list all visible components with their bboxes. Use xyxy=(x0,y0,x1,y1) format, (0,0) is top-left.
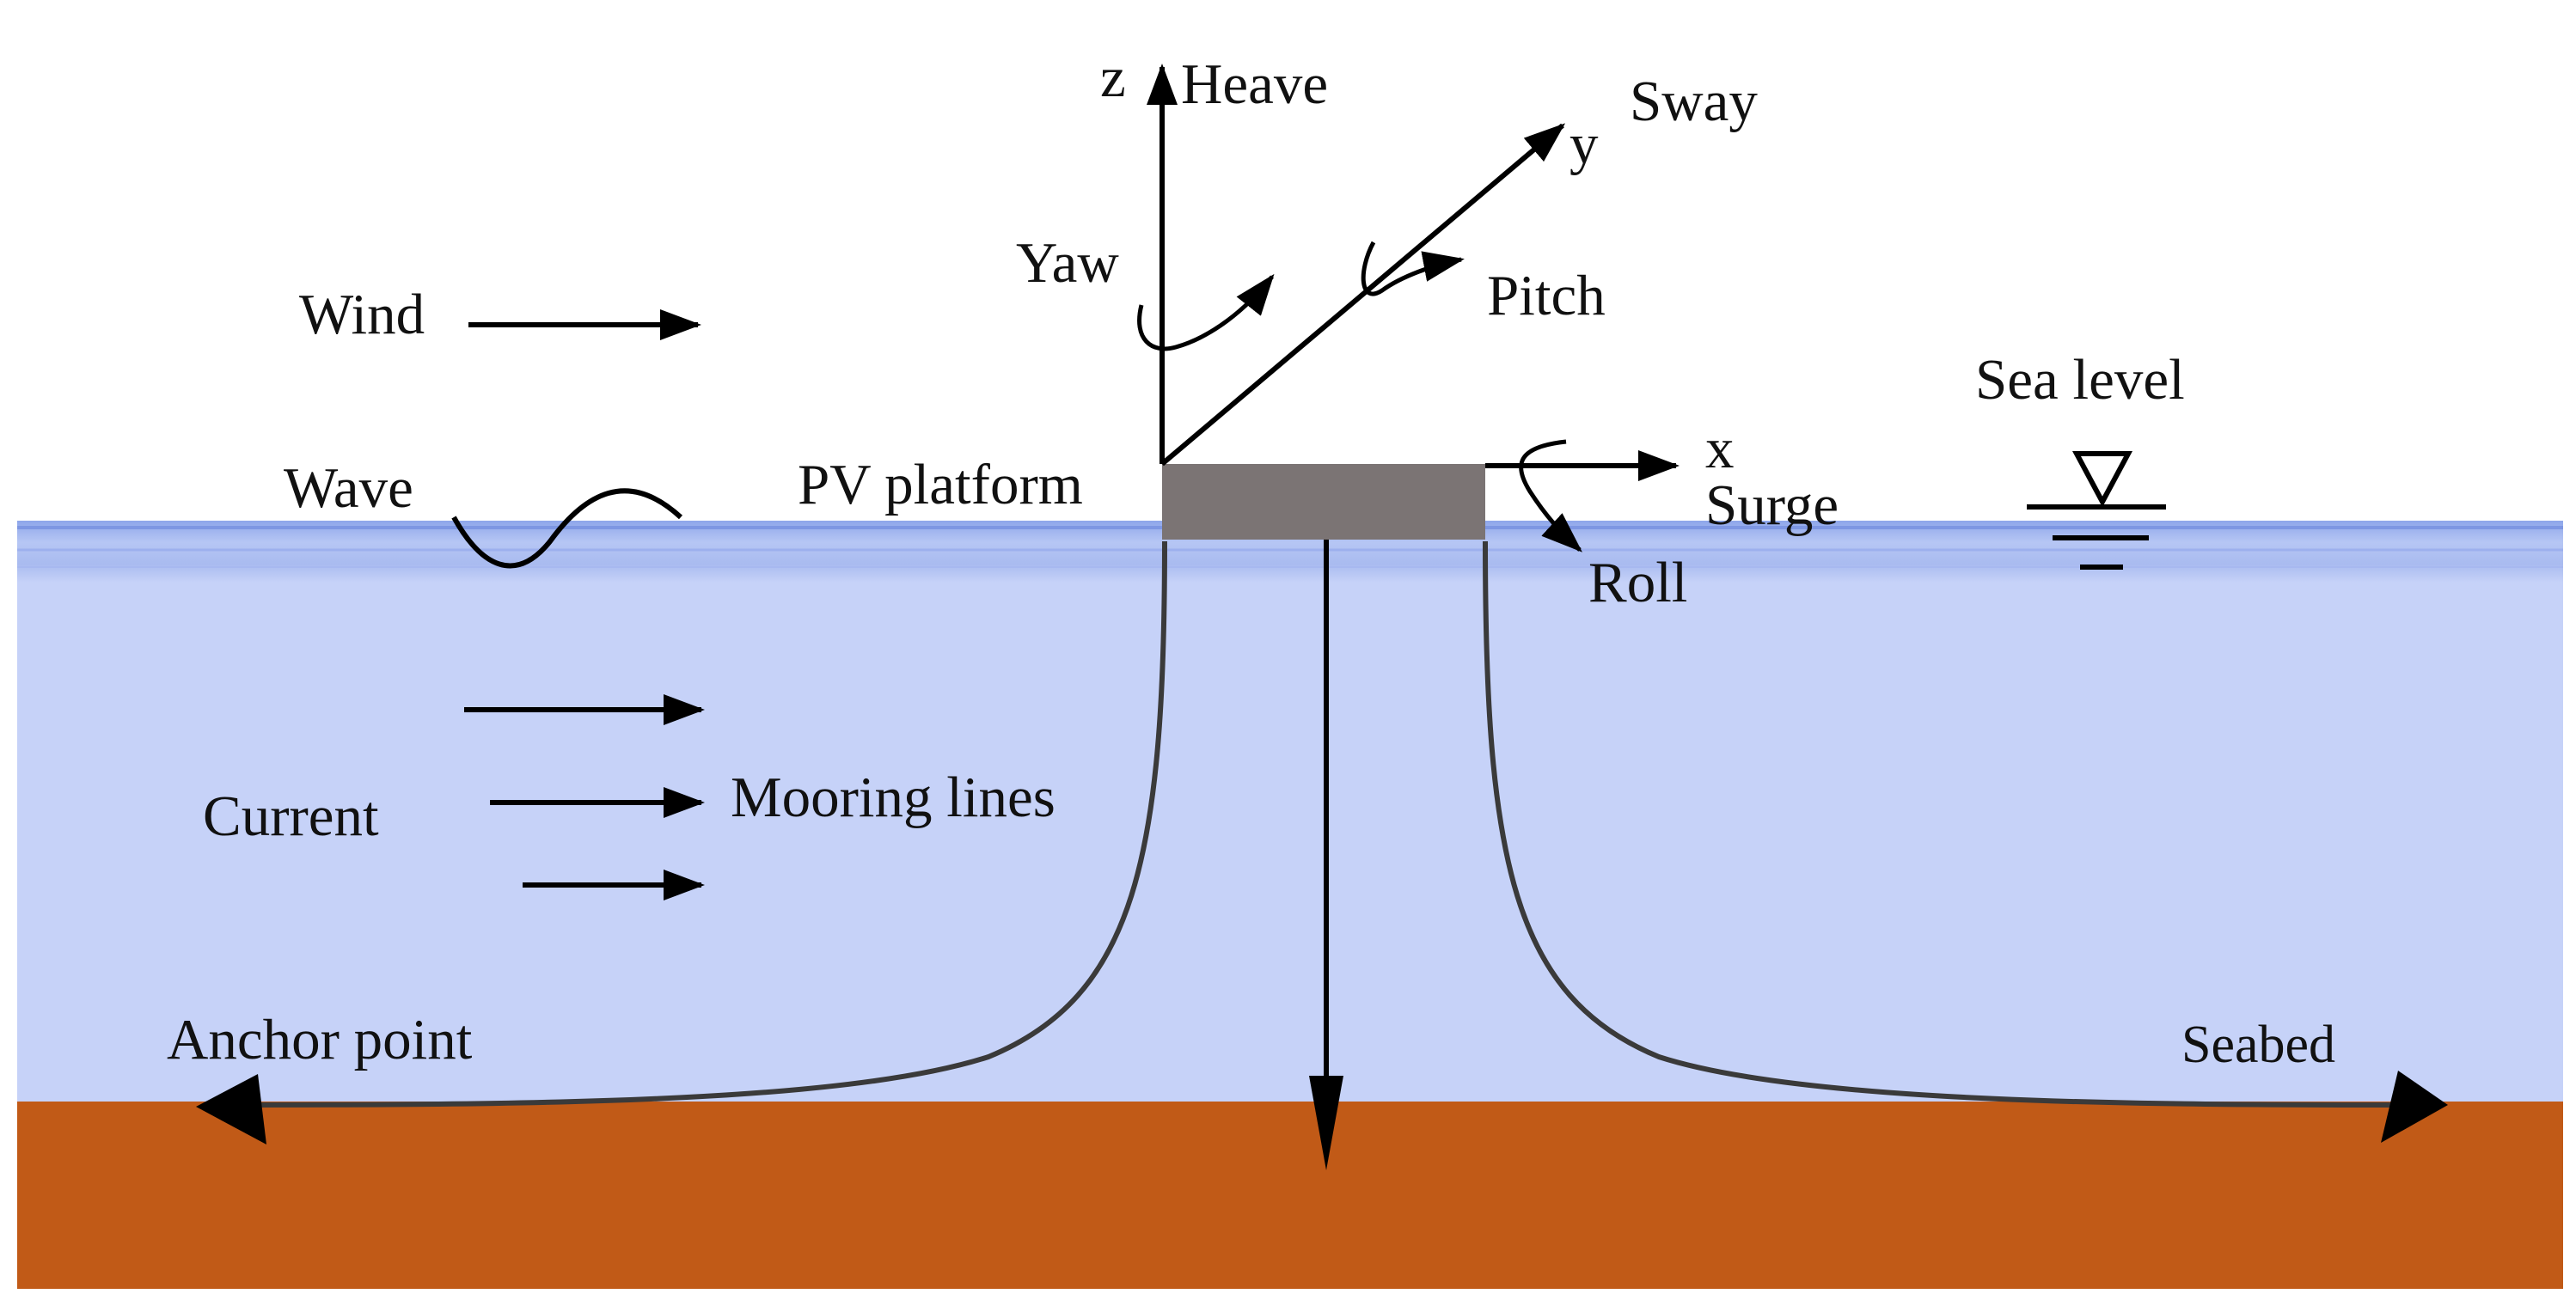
mooring-line-right xyxy=(1483,540,2416,1108)
wave-curve xyxy=(451,488,683,569)
yaw-label: Yaw xyxy=(1016,231,1119,295)
surge-label: Surge xyxy=(1705,473,1839,537)
seabed-ground xyxy=(17,1102,2563,1289)
mooring-lines-label: Mooring lines xyxy=(731,766,1055,829)
seabed-anchor-arrowhead xyxy=(2381,1071,2448,1143)
y-axis-label: y xyxy=(1569,113,1599,176)
vertical-load-arrowhead xyxy=(1309,1076,1343,1170)
wave-label: Wave xyxy=(284,456,413,520)
pv-platform-label: PV platform xyxy=(798,453,1083,516)
roll-label: Roll xyxy=(1588,551,1687,614)
anchor-point-label: Anchor point xyxy=(167,1008,473,1071)
water-body xyxy=(17,524,2563,1108)
y-axis xyxy=(1160,123,1566,467)
sea-level-symbol xyxy=(2027,451,2166,570)
yaw-rotation-arrow xyxy=(1137,273,1275,351)
anchor-point-arrowhead xyxy=(196,1074,266,1144)
z-axis-label: z xyxy=(1100,46,1126,109)
x-axis-label: x xyxy=(1705,417,1735,480)
sea-level-triangle-icon xyxy=(2071,451,2133,508)
roll-rotation-arrow xyxy=(1519,439,1582,552)
heave-label: Heave xyxy=(1181,52,1328,116)
pitch-label: Pitch xyxy=(1487,264,1606,327)
pitch-rotation-arrow xyxy=(1361,241,1465,296)
current-label: Current xyxy=(203,784,379,848)
sway-label: Sway xyxy=(1630,70,1758,133)
pv-platform xyxy=(1162,464,1485,540)
seabed-label: Seabed xyxy=(2181,1016,2335,1074)
wind-label: Wind xyxy=(299,283,425,346)
mooring-line-left xyxy=(205,540,1167,1108)
sea-level-label: Sea level xyxy=(1975,348,2185,412)
